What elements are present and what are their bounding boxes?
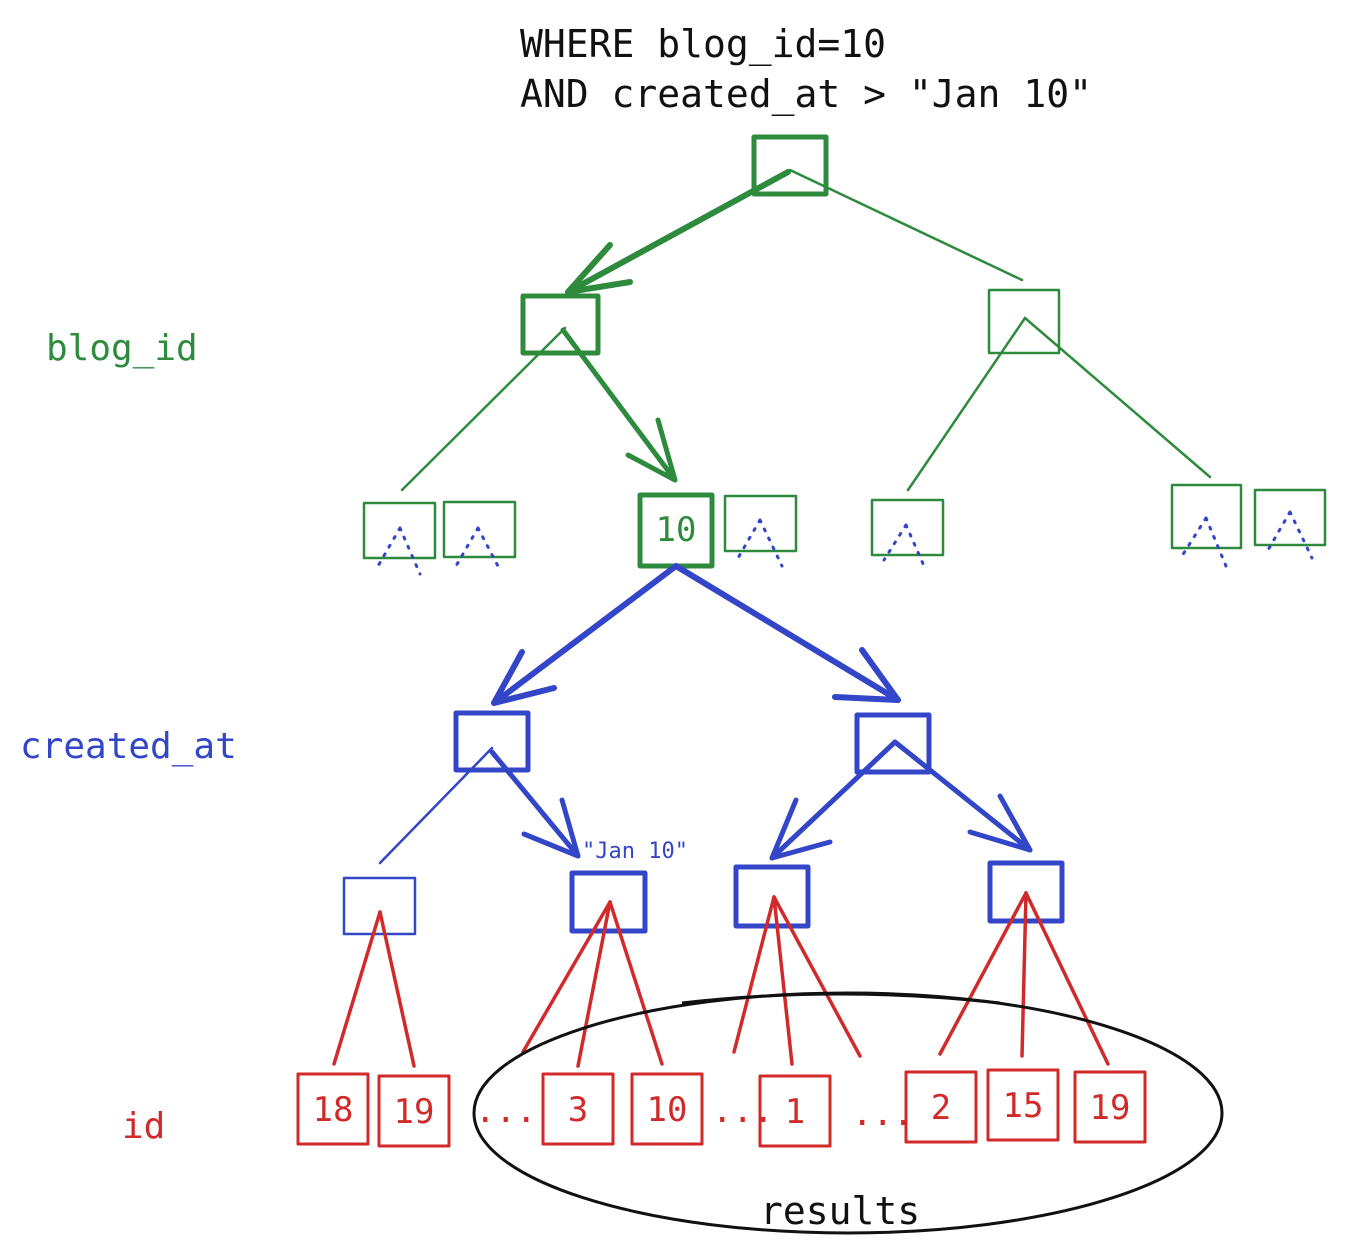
created-at-level-label: created_at — [20, 726, 237, 767]
query-line-2: AND created_at > "Jan 10" — [520, 72, 1092, 117]
created-at-leaf-3 — [733, 864, 811, 929]
id-cell-2: 2 — [904, 1070, 978, 1144]
id-cell-19b: 19 — [1073, 1070, 1147, 1144]
blog-id-leaf-1 — [362, 501, 437, 576]
arrow-left-to-leaf-10 — [560, 327, 678, 483]
id-cell-3: 3 — [541, 1072, 615, 1146]
edge-root-right — [788, 168, 1024, 282]
id-value: 19 — [1090, 1088, 1131, 1128]
id-cell-10: 10 — [630, 1072, 704, 1146]
arrow-created-left-to-jan10 — [489, 749, 581, 859]
id-value: 19 — [394, 1092, 435, 1132]
id-value: 15 — [1003, 1086, 1044, 1126]
arrow-created-right-to-leaf3 — [769, 739, 898, 861]
id-pointers-leaf-jan10 — [521, 900, 664, 1068]
start-key-label: "Jan 10" — [582, 839, 688, 864]
id-value: 2 — [931, 1088, 951, 1128]
created-at-inner-node-right — [854, 712, 932, 775]
arrow-root-to-left — [565, 169, 791, 295]
blog-id-leaf-4 — [723, 494, 798, 568]
id-value: 10 — [647, 1090, 688, 1130]
id-cell-19a: 19 — [377, 1074, 451, 1148]
edge-right-leaf2 — [1023, 316, 1212, 479]
edge-created-left-leaf1 — [378, 746, 494, 865]
blog-id-leaf-2 — [442, 500, 517, 572]
id-pointers-leaf-3 — [732, 895, 862, 1066]
id-pointers-leaf-1 — [332, 910, 416, 1068]
created-at-leaf-1 — [342, 876, 417, 936]
arrow-created-right-to-leaf4 — [892, 739, 1033, 853]
ellipsis-3: ... — [852, 1094, 913, 1134]
blog-id-leaf-10: 10 — [637, 492, 715, 569]
blog-id-leaf-value: 10 — [656, 510, 697, 550]
id-cell-15: 15 — [986, 1068, 1060, 1142]
id-cell-18: 18 — [296, 1072, 370, 1146]
created-at-inner-node-left — [453, 710, 531, 773]
blog-id-inner-node-right — [987, 288, 1061, 355]
id-cell-1: 1 — [758, 1074, 832, 1148]
edge-left-leaf1 — [400, 326, 567, 492]
blog-id-level-label: blog_id — [46, 328, 198, 369]
results-label: results — [760, 1189, 920, 1233]
ellipsis-2: ... — [712, 1091, 773, 1131]
query-line-1: WHERE blog_id=10 — [520, 22, 886, 67]
blog-id-leaf-7 — [1253, 488, 1327, 560]
id-value: 18 — [313, 1090, 354, 1130]
edge-right-leaf1 — [906, 316, 1027, 492]
blog-id-leaf-5 — [870, 498, 945, 568]
blog-id-leaf-6 — [1170, 483, 1243, 568]
id-level-label: id — [122, 1106, 165, 1147]
id-value: 1 — [785, 1092, 805, 1132]
results-ellipse — [472, 991, 1224, 1235]
arrow-10-to-created-right — [673, 563, 901, 703]
blog-id-root-node — [751, 134, 829, 197]
id-pointers-leaf-4 — [938, 891, 1110, 1066]
created-at-leaf-jan10 — [569, 870, 648, 934]
id-value: 3 — [568, 1090, 588, 1130]
ellipsis-1: ... — [475, 1091, 536, 1131]
blog-id-inner-node-left — [520, 293, 601, 356]
arrow-10-to-created-left — [491, 563, 679, 706]
